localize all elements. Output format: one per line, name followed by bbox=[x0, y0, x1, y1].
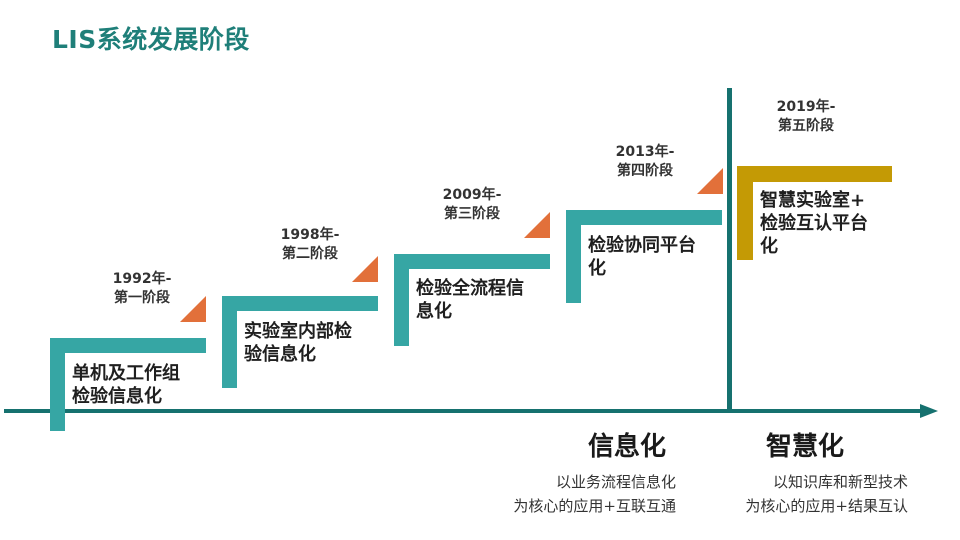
stage-4-bar bbox=[566, 210, 722, 225]
stage-3-bar bbox=[394, 254, 550, 269]
stage-5-name: 智慧实验室+ 检验互认平台 化 bbox=[760, 190, 868, 257]
stage-4-riser bbox=[566, 210, 581, 303]
axis-arrow-icon bbox=[920, 404, 938, 418]
stage-5-riser bbox=[737, 166, 753, 260]
stage-2-bar bbox=[222, 296, 378, 311]
stage-4-triangle-icon bbox=[697, 168, 723, 194]
stage-3-triangle-icon bbox=[524, 212, 550, 238]
stage-1-triangle-icon bbox=[180, 296, 206, 322]
stage-1-name: 单机及工作组 检验信息化 bbox=[72, 363, 180, 407]
era-informatization-title: 信息化 bbox=[588, 432, 667, 462]
stage-3-name: 检验全流程信 息化 bbox=[416, 278, 524, 322]
stage-3-riser bbox=[394, 254, 409, 346]
stage-4-name: 检验协同平台 化 bbox=[588, 235, 696, 279]
era-divider bbox=[727, 88, 732, 410]
stage-2-triangle-icon bbox=[352, 256, 378, 282]
stage-5-bar bbox=[737, 166, 892, 182]
stage-3-year: 2009年- 第三阶段 bbox=[442, 187, 502, 222]
stage-2-year: 1998年- 第二阶段 bbox=[280, 227, 340, 262]
page-title: LIS系统发展阶段 bbox=[52, 25, 250, 54]
stage-4-year: 2013年- 第四阶段 bbox=[615, 144, 675, 179]
era-informatization-desc: 以业务流程信息化 为核心的应用+互联互通 bbox=[513, 473, 676, 515]
stage-1-riser bbox=[50, 338, 65, 431]
stage-1-bar bbox=[50, 338, 206, 353]
stage-2-riser bbox=[222, 296, 237, 388]
stage-5-year: 2019年- 第五阶段 bbox=[776, 99, 836, 134]
stage-1-year: 1992年- 第一阶段 bbox=[112, 271, 172, 306]
era-intelligence-title: 智慧化 bbox=[766, 432, 845, 462]
stage-2-name: 实验室内部检 验信息化 bbox=[244, 321, 352, 365]
era-intelligence-desc: 以知识库和新型技术 为核心的应用+结果互认 bbox=[745, 473, 908, 515]
timeline-axis bbox=[4, 409, 922, 413]
